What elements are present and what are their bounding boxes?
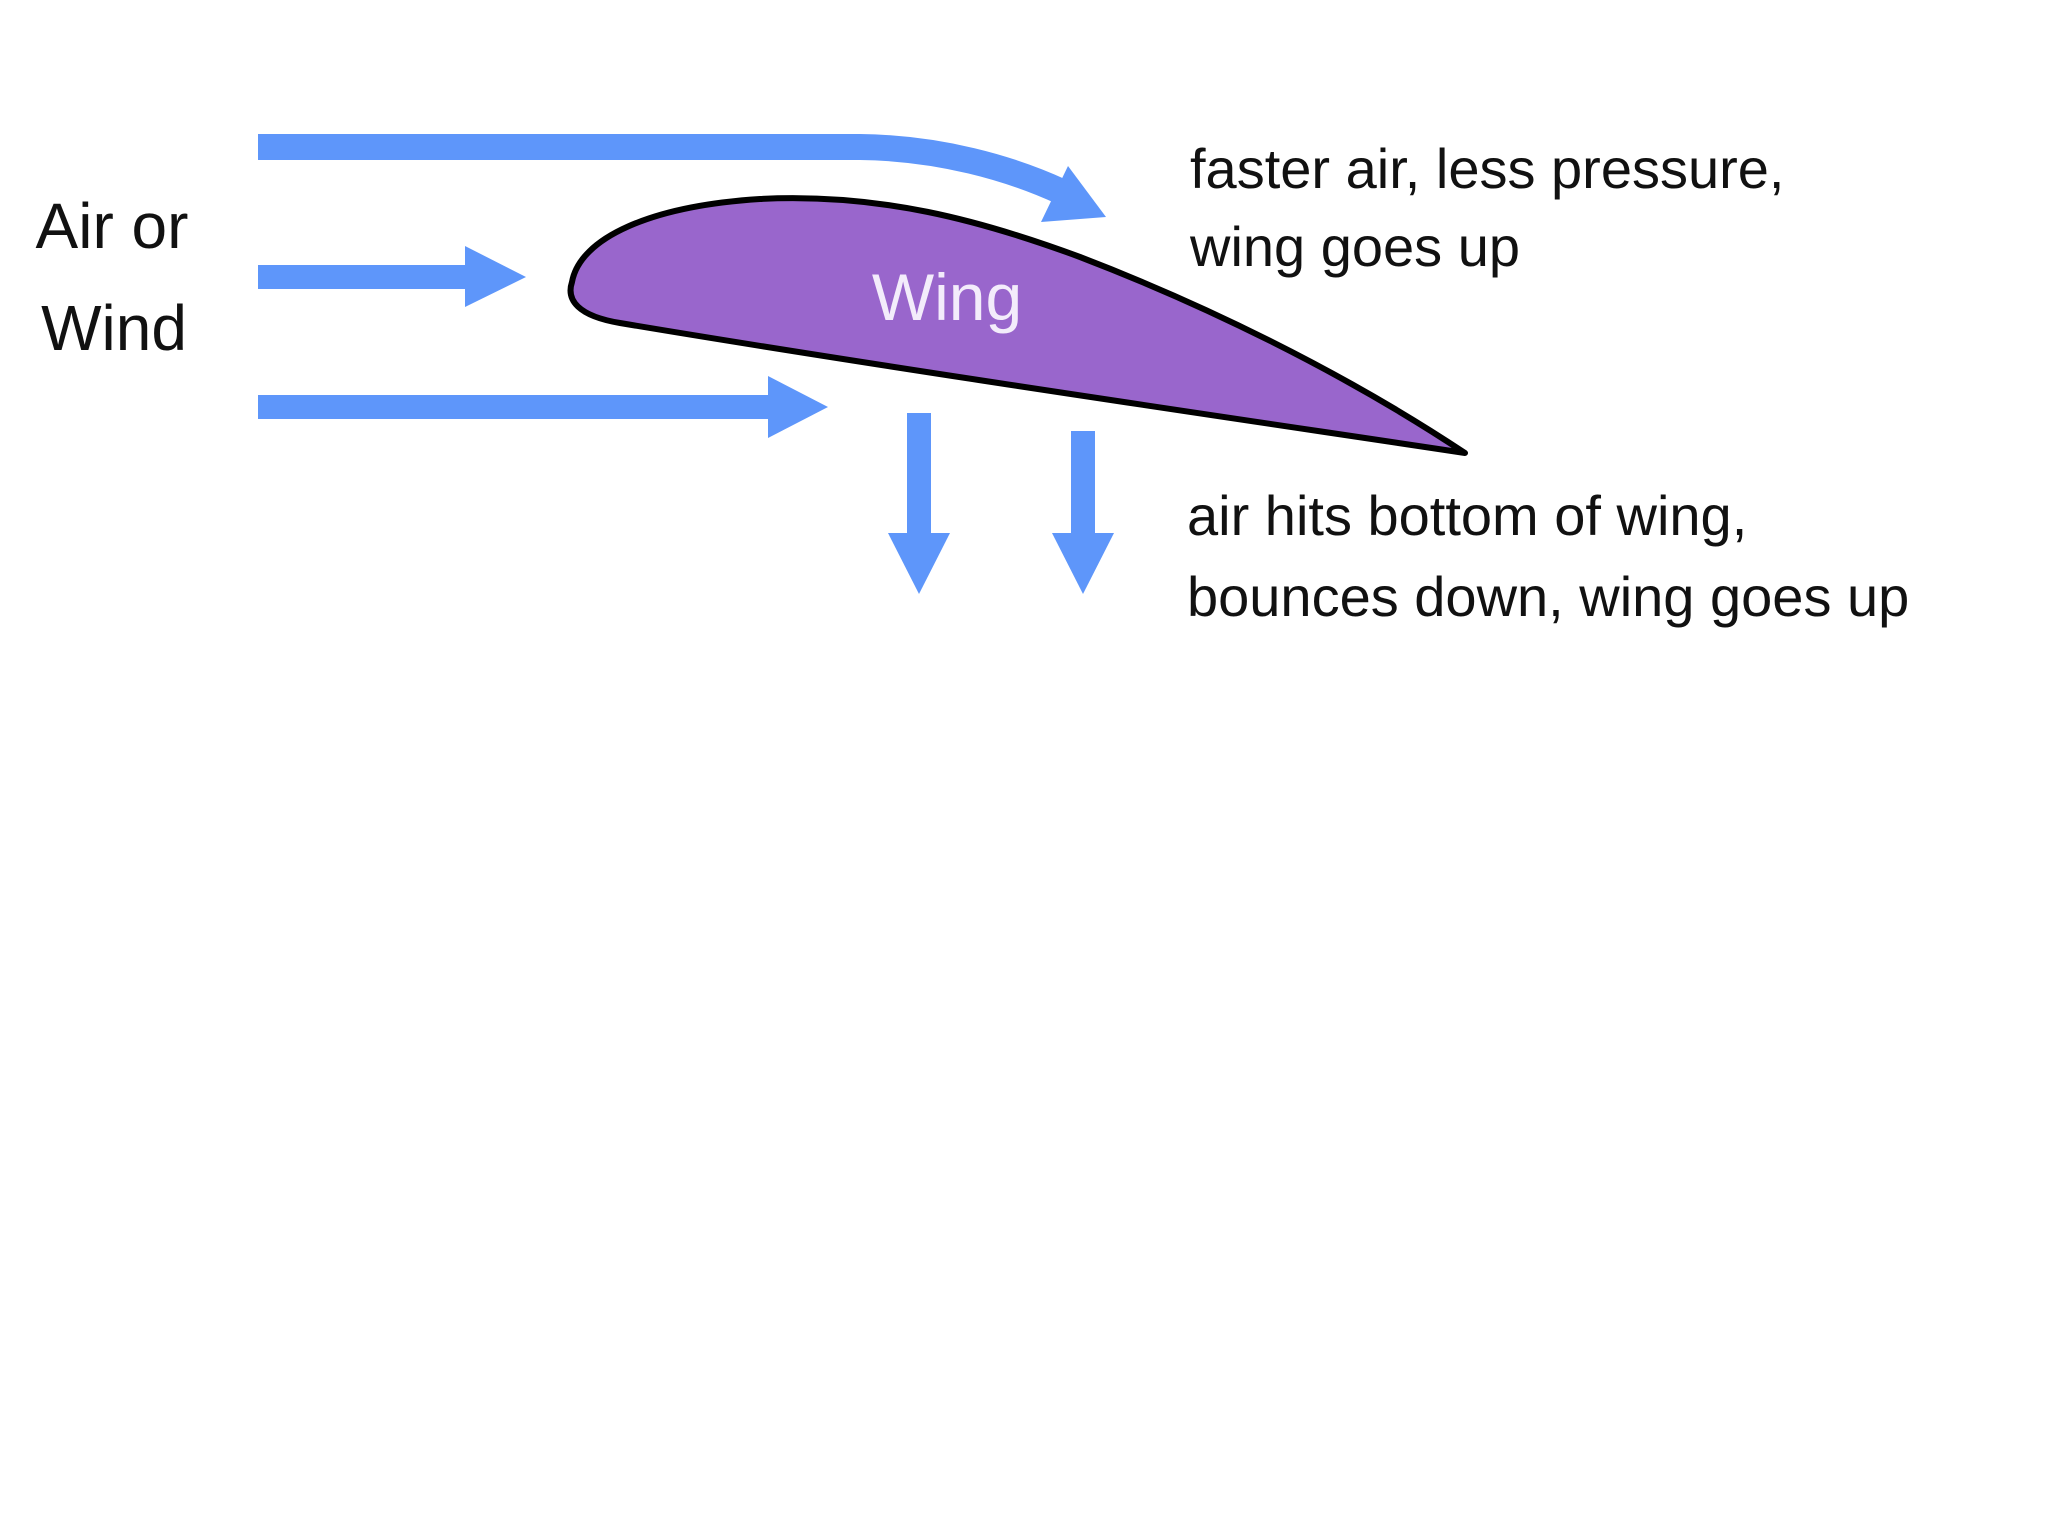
downward-air-arrows [888,413,1114,594]
down-arrow-left-head [888,533,950,594]
bottom-air-arrow-shaft [258,395,778,419]
middle-air-arrowhead [465,246,526,307]
top-annotation-line2: wing goes up [1189,215,1520,278]
air-or-wind-label-line2: Wind [41,292,187,364]
down-arrow-left-shaft [907,413,931,538]
top-curved-air-arrow [258,147,1062,192]
down-arrow-right-shaft [1071,431,1095,538]
down-arrow-right-head [1052,533,1114,594]
wing-label: Wing [872,260,1022,334]
bottom-annotation-line1: air hits bottom of wing, [1187,484,1747,547]
air-or-wind-label-line1: Air or [36,190,189,262]
top-annotation-line1: faster air, less pressure, [1190,137,1784,200]
middle-air-arrow-shaft [258,265,473,289]
bottom-annotation-line2: bounces down, wing goes up [1187,565,1909,628]
bottom-air-arrowhead [768,376,828,438]
